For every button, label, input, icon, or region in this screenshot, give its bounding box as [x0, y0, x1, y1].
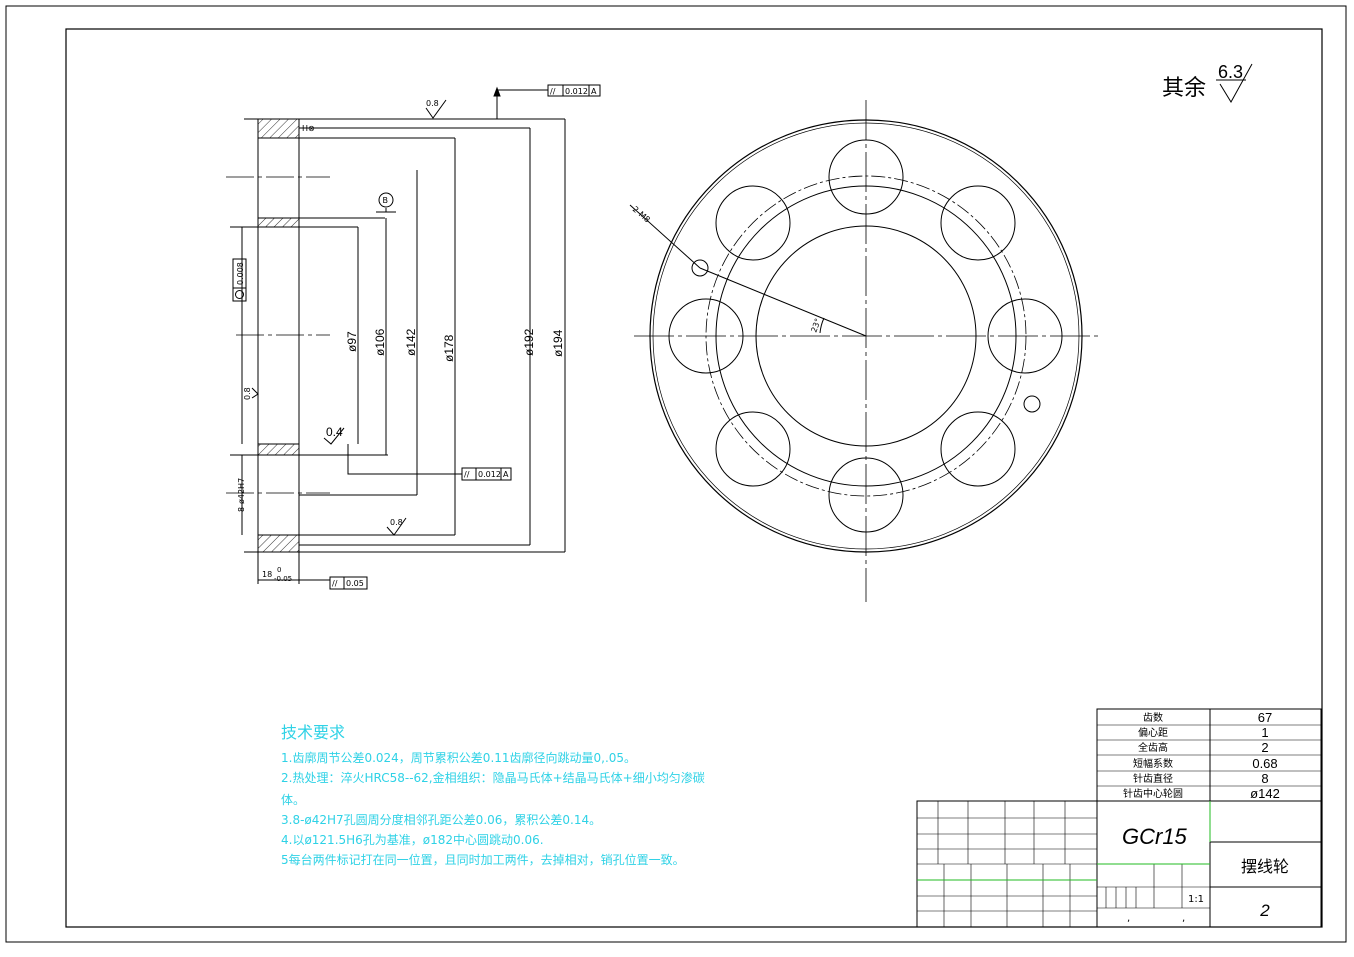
dim-192: ø192 — [522, 328, 536, 356]
parameter-table — [1096, 708, 1322, 802]
surface-mark-bottom: 0.8 — [386, 517, 407, 536]
dim-106: ø106 — [373, 328, 387, 356]
svg-text:0: 0 — [277, 566, 281, 574]
note-line-6: 5每台两件标记打在同一位置，且同时加工两件，去掉相对，销孔位置一致。 — [281, 852, 685, 867]
sheet-border — [5, 5, 1347, 943]
note-line-1: 1.齿廓周节公差0.024，周节累积公差0.11齿廓径向跳动量0,.05。 — [281, 750, 636, 765]
svg-text:0.8: 0.8 — [426, 99, 439, 108]
svg-text:A: A — [591, 87, 597, 96]
svg-text:A: A — [503, 470, 509, 479]
svg-text:0.008: 0.008 — [236, 262, 245, 285]
hatch-upper-mid — [257, 217, 300, 228]
roughness-value: 6.3 — [1218, 62, 1243, 82]
dim-194: ø194 — [551, 329, 565, 357]
surface-mark-left: 0.8 — [243, 387, 259, 400]
svg-text://: // — [550, 87, 556, 96]
notes-title: 技术要求 — [281, 723, 345, 742]
surface-mark-top: 0.8 — [425, 99, 447, 119]
angle-label: 23° — [809, 317, 822, 333]
note-line-2: 2.热处理：淬火HRC58--62,金相组织：隐晶马氏体+结晶马氏体+细小均匀渗… — [281, 770, 705, 785]
thickness-dimension: 18 0 -0.05 — [262, 566, 292, 583]
note-line-5: 4.以ø121.5H6孔为基准，ø182中心圆跳动0.06. — [281, 832, 544, 847]
svg-text:0.8: 0.8 — [390, 518, 403, 527]
svg-text:B: B — [383, 196, 389, 205]
pin-hole — [715, 411, 791, 487]
drawing-frame — [65, 28, 1323, 928]
svg-text:0.4: 0.4 — [326, 425, 343, 439]
front-view — [629, 100, 1100, 602]
h-mark: H⊗ — [302, 124, 315, 133]
sheet-number: 2 — [1259, 901, 1270, 920]
roughness-general: 其余 6.3 — [1162, 62, 1253, 103]
svg-text://: // — [464, 470, 470, 479]
param-label: 齿数 — [1143, 711, 1163, 724]
param-label: 针齿直径 — [1133, 772, 1173, 785]
datum-b-marker: B — [378, 192, 394, 208]
hatch-lower-mid — [257, 443, 300, 456]
hatch-top — [257, 118, 300, 139]
pin-hole — [940, 411, 1016, 487]
svg-text://: // — [332, 579, 338, 588]
svg-text:0.012: 0.012 — [478, 470, 501, 479]
signature-comma: , — [1182, 913, 1185, 924]
technical-notes: 技术要求 1.齿廓周节公差0.024，周节累积公差0.11齿廓径向跳动量0,.0… — [281, 723, 705, 867]
param-value: 2 — [1261, 740, 1268, 755]
param-value: 0.68 — [1252, 756, 1277, 771]
roughness-label: 其余 — [1162, 76, 1206, 101]
tolerance-frame-mid: // 0.012 A — [461, 467, 512, 481]
param-label: 短幅系数 — [1133, 757, 1173, 770]
title-block-green-lines — [917, 801, 1211, 881]
signature-comma: , — [1127, 913, 1130, 924]
dim-97: ø97 — [345, 331, 359, 352]
tolerance-frame-bottom: // 0.05 — [329, 576, 368, 590]
pin-hole — [940, 185, 1016, 261]
param-value: 1 — [1261, 725, 1268, 740]
scale: 1:1 — [1188, 894, 1204, 905]
tolerance-frame-top: // 0.012 A — [547, 84, 601, 97]
param-value: 8 — [1261, 771, 1268, 786]
material: GCr15 — [1122, 824, 1188, 849]
svg-text:-0.05: -0.05 — [274, 575, 292, 583]
pin-hole — [715, 185, 791, 261]
hatch-bottom — [257, 534, 300, 553]
hole-callout: 8-ø42H7 — [237, 478, 246, 512]
section-view — [226, 86, 566, 584]
parameter-rows: 齿数 67 偏心距 1 全齿高 2 短幅系数 0.68 针齿直径 8 针齿中心轮… — [1123, 710, 1280, 801]
m8-hole — [691, 259, 709, 277]
param-label: 偏心距 — [1138, 726, 1168, 739]
param-label: 针齿中心轮圆 — [1123, 787, 1183, 800]
svg-text:0.05: 0.05 — [346, 579, 364, 588]
surface-mark-bore: 0.4 — [323, 425, 345, 445]
dim-178: ø178 — [442, 334, 456, 362]
note-line-4: 3.8-ø42H7孔圆周分度相邻孔距公差0.06，累积公差0.14。 — [281, 812, 601, 827]
param-value: 67 — [1258, 710, 1272, 725]
svg-text:0.012: 0.012 — [565, 87, 588, 96]
m8-hole — [1023, 395, 1041, 413]
roughness-symbol — [1219, 63, 1253, 103]
dim-142: ø142 — [404, 328, 418, 356]
param-label: 全齿高 — [1138, 741, 1168, 754]
circularity-frame: 0.008 — [232, 258, 247, 302]
note-line-3: 体。 — [281, 793, 305, 807]
param-value: ø142 — [1250, 786, 1280, 801]
svg-text:0.8: 0.8 — [243, 387, 252, 400]
svg-text:18: 18 — [262, 570, 272, 579]
part-name: 摆线轮 — [1241, 857, 1289, 876]
